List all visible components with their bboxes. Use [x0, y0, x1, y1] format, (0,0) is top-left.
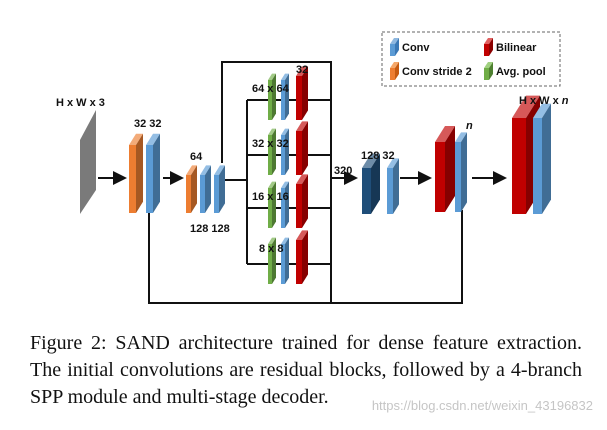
- watermark: https://blog.csdn.net/weixin_43196832: [371, 398, 593, 413]
- branch3-conv: [281, 181, 289, 228]
- stage1-label: 32 32: [134, 118, 162, 130]
- stage1-conv: [146, 133, 160, 213]
- legend-bilinear-label: Bilinear: [496, 42, 537, 54]
- legend-conv-stride2-icon: [390, 62, 399, 80]
- branch4-label: 8 x 8: [259, 243, 283, 255]
- input-label: H x W x 3: [56, 97, 105, 109]
- legend-conv-stride2-label: Conv stride 2: [402, 66, 472, 78]
- architecture-diagram: Conv Bilinear Conv stride 2 Avg. pool: [56, 31, 569, 304]
- branch1-label: 64 x 64: [252, 83, 290, 95]
- stage1-conv-stride2: [129, 133, 143, 213]
- output-label: H x W x n: [519, 95, 569, 107]
- post-spp-label: 128 32: [361, 150, 395, 162]
- stage2-conv-b: [214, 165, 225, 213]
- branch3-avg-pool: [268, 181, 276, 228]
- stage2-conv-stride2: [186, 165, 197, 213]
- branch4-avg-pool: [268, 237, 276, 284]
- legend-box: [381, 31, 561, 87]
- skip-line-top: [221, 61, 332, 303]
- stage2-conv-a: [200, 165, 211, 213]
- post-spp-conv: [387, 158, 399, 214]
- blocks: [80, 66, 551, 284]
- legend-avg-pool-icon: [484, 62, 493, 80]
- legend: Conv Bilinear Conv stride 2 Avg. pool: [381, 31, 561, 87]
- skip-line-long: [148, 210, 463, 304]
- legend-bilinear-icon: [484, 38, 493, 56]
- post-spp-conv-dark: [362, 153, 380, 214]
- input-slab: [80, 110, 96, 214]
- legend-conv-icon: [390, 38, 399, 56]
- output-conv: [533, 103, 551, 214]
- spp-output-bracket: [305, 99, 331, 265]
- output-label-prefix: H x W x: [519, 95, 562, 107]
- decoder-conv: [455, 132, 467, 212]
- branch4-conv: [281, 237, 289, 284]
- branch2-avg-pool: [268, 128, 276, 175]
- concat-label: 320: [334, 165, 352, 177]
- branch3-label: 16 x 16: [252, 191, 289, 203]
- legend-conv-label: Conv: [402, 42, 430, 54]
- branch4-bilinear: [296, 230, 308, 284]
- decoder-n-label: n: [466, 120, 473, 132]
- stage2-bottom-label: 128 128: [190, 223, 230, 235]
- branch2-label: 32 x 32: [252, 138, 289, 150]
- branch2-conv: [281, 128, 289, 175]
- stage2-top-label: 64: [190, 151, 203, 163]
- branch2-bilinear: [296, 121, 308, 175]
- branch3-bilinear: [296, 174, 308, 228]
- decoder-bilinear: [435, 126, 455, 212]
- branch1-bilinear: [296, 66, 308, 120]
- output-label-n: n: [562, 95, 569, 107]
- branch1-avg-pool: [268, 73, 276, 120]
- connections: [148, 61, 463, 304]
- legend-avg-pool-label: Avg. pool: [496, 66, 546, 78]
- branch-channels-label: 32: [296, 64, 308, 76]
- branch1-conv: [281, 73, 289, 120]
- figure-caption: Figure 2: SAND architecture trained for …: [30, 332, 582, 408]
